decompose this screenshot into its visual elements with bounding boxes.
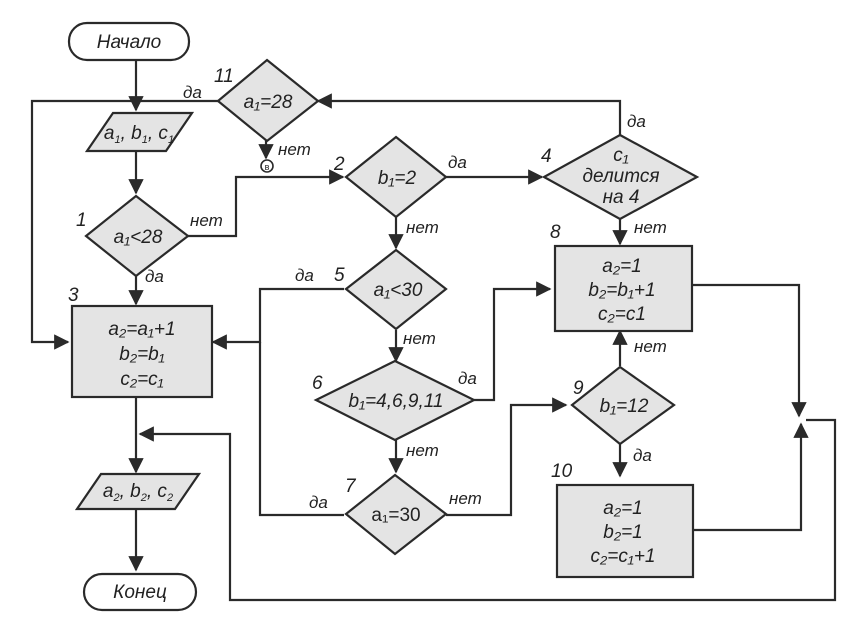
decision-11: a₁=28 11 да нет <box>183 58 320 159</box>
connector-label: в <box>265 162 270 172</box>
decision-11-condition: a₁=28 <box>244 92 293 113</box>
decision-5-number: 5 <box>334 265 345 286</box>
decision-1-number: 1 <box>76 210 87 231</box>
decision-9-number: 9 <box>573 378 584 399</box>
decision-4-line-1: c₁ <box>613 145 629 166</box>
process-8: 8 a₂=1 b₂=b₁+1 c₂=c1 <box>550 222 694 333</box>
edge-d5-box3 <box>211 287 344 350</box>
edge-d1-d2 <box>188 169 345 238</box>
decision-2: b₁=2 2 да нет <box>333 135 467 237</box>
decision-5: a₁<30 5 да нет <box>295 248 448 348</box>
edge-d4-d11 <box>316 93 622 135</box>
decision-4-line-2: делится <box>583 166 660 187</box>
decision-1-condition: a₁<28 <box>114 227 163 248</box>
decision-7-yes-label: да <box>309 493 328 512</box>
output-block: a2, b2, c2 <box>74 472 202 511</box>
decision-2-yes-label: да <box>448 153 467 172</box>
edge-box10-merge <box>693 422 809 532</box>
decision-2-number: 2 <box>333 154 345 175</box>
decision-11-yes-label: да <box>183 83 202 102</box>
process-3-number: 3 <box>68 285 79 306</box>
decision-6-condition: b₁=4,6,9,11 <box>349 391 444 412</box>
output-vars: a2, b2, c2 <box>103 481 173 504</box>
decision-6-no-label: нет <box>406 441 439 460</box>
decision-4-number: 4 <box>541 146 552 167</box>
start-label: Начало <box>97 32 162 53</box>
edge-merge-output <box>138 418 837 602</box>
process-10: 10 a₂=1 b₂=1 c₂=c₁+1 <box>551 461 695 579</box>
decision-1-no-label: нет <box>190 211 223 230</box>
process-3: 3 a₂=a₁+1 b₂=b₁ c₂=c₁ <box>68 285 214 399</box>
decision-1-yes-label: да <box>145 267 164 286</box>
process-3-line-2: b₂=b₁ <box>119 344 164 365</box>
connector-lines <box>30 60 837 602</box>
process-8-number: 8 <box>550 222 561 243</box>
decision-9-no-label: нет <box>634 337 667 356</box>
process-10-line-3: c₂=c₁+1 <box>591 546 656 567</box>
decision-9-yes-label: да <box>633 446 652 465</box>
decision-5-yes-label: да <box>295 266 314 285</box>
decision-11-number: 11 <box>214 66 234 87</box>
end-terminal: Конец <box>82 572 198 612</box>
process-8-line-2: b₂=b₁+1 <box>588 280 655 301</box>
process-10-line-2: b₂=1 <box>603 522 642 543</box>
edge-box8-merge <box>692 283 807 418</box>
start-terminal: Начало <box>67 21 191 62</box>
process-3-line-3: c₂=c₁ <box>120 369 163 390</box>
decision-7: a₁=30 7 да нет <box>309 473 482 556</box>
process-10-line-1: a₂=1 <box>603 498 642 519</box>
end-label: Конец <box>113 582 167 603</box>
decision-5-condition: a₁<30 <box>374 280 423 301</box>
decision-9-condition: b₁=12 <box>600 396 649 417</box>
edge-d6-box8 <box>474 281 552 402</box>
input-block: a1, b1, c1 <box>84 111 195 153</box>
decision-6-yes-label: да <box>458 369 477 388</box>
decision-7-no-label: нет <box>449 489 482 508</box>
edge-d7-d9 <box>446 397 568 517</box>
decision-4-no-label: нет <box>634 218 667 237</box>
decision-6: b₁=4,6,9,11 6 да нет <box>312 359 477 460</box>
decision-5-no-label: нет <box>403 329 436 348</box>
decision-7-condition: a₁=30 <box>371 505 420 526</box>
decision-9: b₁=12 9 нет да <box>570 337 676 465</box>
edge-d11-box3 <box>30 99 218 350</box>
edge-d7-box3 <box>258 342 344 517</box>
process-8-line-3: c₂=c1 <box>598 304 646 325</box>
decision-6-number: 6 <box>312 373 323 394</box>
input-vars: a1, b1, c1 <box>104 123 174 146</box>
decision-1: a₁<28 1 нет да <box>76 194 223 286</box>
decision-2-condition: b₁=2 <box>378 168 417 189</box>
decision-7-number: 7 <box>345 476 357 497</box>
connector-circle: в <box>260 159 274 173</box>
decision-11-no-label: нет <box>278 140 311 159</box>
process-8-line-1: a₂=1 <box>602 256 641 277</box>
process-10-number: 10 <box>551 461 573 482</box>
decision-2-no-label: нет <box>406 218 439 237</box>
decision-4-line-3: на 4 <box>603 187 640 208</box>
decision-4-yes-label: да <box>627 112 646 131</box>
process-3-line-1: a₂=a₁+1 <box>108 319 175 340</box>
decision-4: c₁ делится на 4 4 да нет <box>541 112 700 237</box>
